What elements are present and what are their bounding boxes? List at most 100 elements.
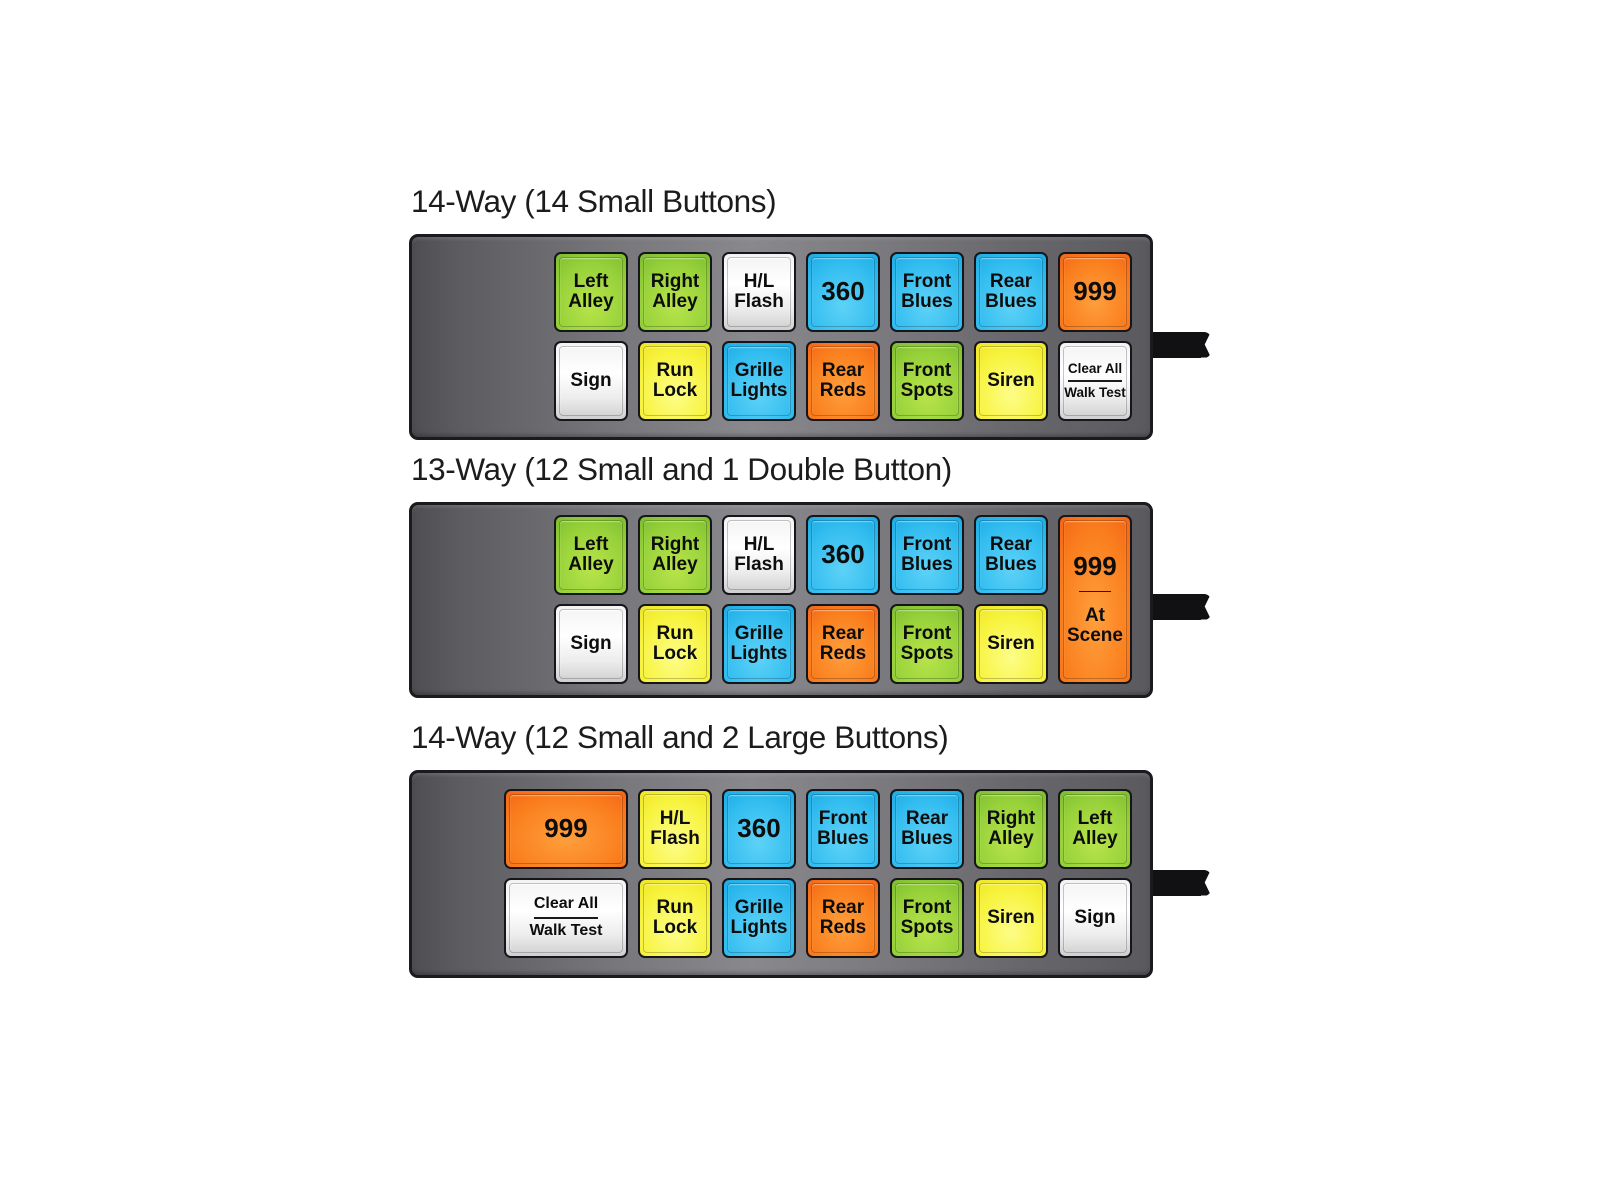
button-label: 360: [821, 276, 865, 307]
button-360[interactable]: 360: [722, 789, 796, 869]
button-sign[interactable]: Sign: [554, 604, 628, 684]
button-label: Sign: [570, 633, 612, 655]
panel-14-way-large: 14-Way (12 Small and 2 Large Buttons)999…: [409, 721, 1201, 978]
button-label-divider: [1079, 590, 1111, 593]
button-label-top: Clear All: [1067, 361, 1123, 377]
ribbon-connector-icon: [1149, 869, 1201, 896]
button-siren[interactable]: Siren: [974, 878, 1048, 958]
button-999[interactable]: 999: [504, 789, 628, 869]
panel-title: 13-Way (12 Small and 1 Double Button): [411, 451, 952, 487]
button-label: Sign: [570, 370, 612, 392]
button-360[interactable]: 360: [806, 252, 880, 332]
button-label: Sign: [1074, 907, 1116, 929]
button-label-top: Clear All: [533, 895, 599, 913]
button-360[interactable]: 360: [806, 515, 880, 595]
button-label: 360: [821, 539, 865, 570]
button-label: 360: [737, 813, 781, 844]
button-sign[interactable]: Sign: [1058, 878, 1132, 958]
button-label-bottom: Walk Test: [529, 921, 603, 939]
button-label-divider: [1067, 380, 1123, 382]
button-label: 999: [1073, 276, 1117, 307]
button-label: 999: [544, 813, 588, 844]
panel-title: 14-Way (14 Small Buttons): [411, 183, 777, 219]
button-999[interactable]: 999: [1058, 252, 1132, 332]
button-sign[interactable]: Sign: [554, 341, 628, 421]
button-label: Siren: [987, 633, 1035, 655]
button-siren[interactable]: Siren: [974, 604, 1048, 684]
button-label: Siren: [987, 907, 1035, 929]
button-siren[interactable]: Siren: [974, 341, 1048, 421]
ribbon-connector-icon: [1149, 593, 1201, 620]
button-label: Siren: [987, 370, 1035, 392]
